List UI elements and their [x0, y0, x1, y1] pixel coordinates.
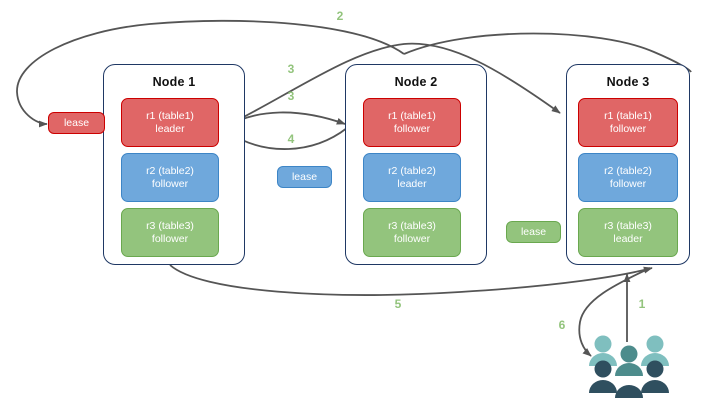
lease-chip-red[interactable]: lease [48, 112, 105, 134]
replica-role: follower [609, 177, 647, 190]
node-container-3[interactable]: Node 3 r1 (table1) follower r2 (table2) … [566, 64, 690, 265]
replica-role: follower [393, 232, 431, 245]
step-label-4: 4 [287, 132, 295, 146]
replica-role: follower [151, 232, 189, 245]
replica-name: r1 (table1) [604, 109, 652, 122]
replica-role: leader [397, 177, 427, 190]
step-label-1: 1 [638, 297, 646, 311]
replica-role: follower [151, 177, 189, 190]
people-group-icon [589, 335, 669, 398]
replica-r3[interactable]: r3 (table3) follower [121, 208, 219, 257]
replica-role: follower [393, 122, 431, 135]
replica-name: r1 (table1) [146, 109, 194, 122]
step-label-3-upper: 3 [287, 62, 295, 76]
node-container-1[interactable]: Node 1 r1 (table1) leader r2 (table2) fo… [103, 64, 245, 265]
replica-r3[interactable]: r3 (table3) leader [578, 208, 678, 257]
replica-r1[interactable]: r1 (table1) leader [121, 98, 219, 147]
lease-label: lease [63, 117, 90, 129]
step-label-2: 2 [336, 9, 344, 23]
replica-r1[interactable]: r1 (table1) follower [578, 98, 678, 147]
node-title: Node 2 [394, 75, 438, 89]
replica-r3[interactable]: r3 (table3) follower [363, 208, 461, 257]
replica-name: r2 (table2) [388, 164, 436, 177]
lease-chip-green[interactable]: lease [506, 221, 561, 243]
step-label-6: 6 [558, 318, 566, 332]
replica-name: r3 (table3) [388, 219, 436, 232]
replica-name: r3 (table3) [604, 219, 652, 232]
lease-label: lease [520, 226, 547, 238]
lease-chip-blue[interactable]: lease [277, 166, 332, 188]
node-title: Node 1 [152, 75, 196, 89]
node-title: Node 3 [606, 75, 650, 89]
step-label-5: 5 [394, 297, 402, 311]
replica-r2[interactable]: r2 (table2) follower [121, 153, 219, 202]
edge-5-to-node3 [169, 264, 653, 296]
lease-label: lease [291, 171, 318, 183]
replica-name: r3 (table3) [146, 219, 194, 232]
replica-role: follower [609, 122, 647, 135]
replica-role: leader [613, 232, 643, 245]
replica-role: leader [155, 122, 185, 135]
node-container-2[interactable]: Node 2 r1 (table1) follower r2 (table2) … [345, 64, 487, 265]
replica-r1[interactable]: r1 (table1) follower [363, 98, 461, 147]
replica-name: r1 (table1) [388, 109, 436, 122]
replica-name: r2 (table2) [604, 164, 652, 177]
replica-name: r2 (table2) [146, 164, 194, 177]
replica-r2[interactable]: r2 (table2) leader [363, 153, 461, 202]
replica-r2[interactable]: r2 (table2) follower [578, 153, 678, 202]
step-label-3-lower: 3 [287, 89, 295, 103]
